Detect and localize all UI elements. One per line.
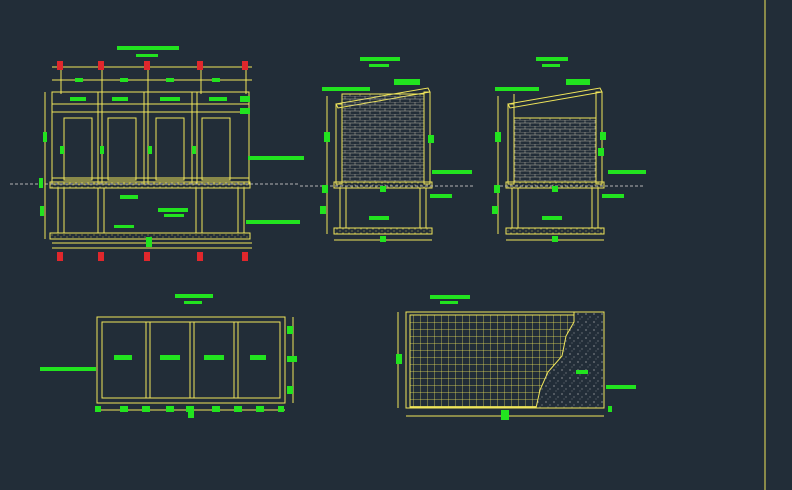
- plan-title: [175, 294, 213, 304]
- plan-view[interactable]: [40, 294, 297, 418]
- section-a-dimension-marks: [320, 132, 472, 242]
- slab-labels: [396, 354, 636, 420]
- section-b[interactable]: [492, 57, 646, 242]
- elevation-labels: [60, 96, 304, 228]
- slab-reinforcement-detail[interactable]: [396, 295, 636, 420]
- front-elevation[interactable]: [10, 46, 304, 261]
- elevation-title-marks: [117, 46, 179, 57]
- section-b-dimension-marks: [492, 132, 646, 242]
- top-dimension-marks: [75, 78, 220, 82]
- slab-title: [430, 295, 470, 304]
- section-b-title: [495, 57, 590, 91]
- section-a-title: [322, 57, 420, 91]
- section-a[interactable]: [300, 57, 475, 242]
- left-dimension-marks: [39, 132, 47, 216]
- axis-markers-top: [57, 61, 248, 94]
- axis-markers-bottom: [57, 252, 248, 261]
- plan-labels: [40, 326, 297, 418]
